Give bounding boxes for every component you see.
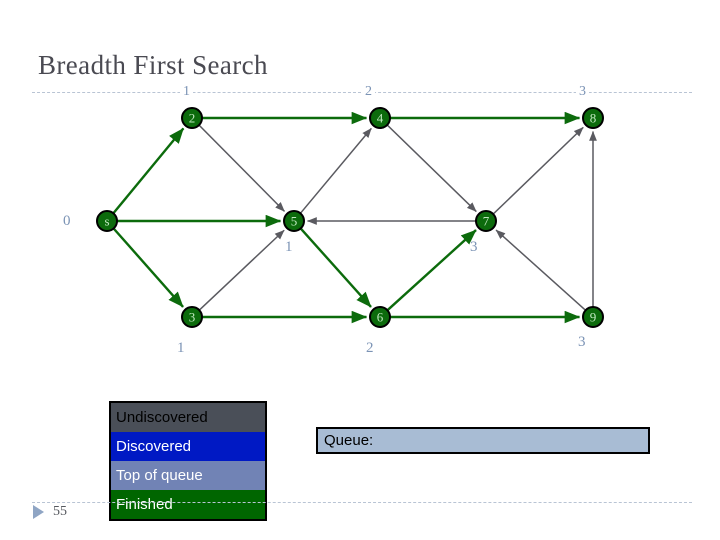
node-distance-label: 2: [366, 340, 374, 356]
graph-edge: [387, 124, 477, 213]
graph-node[interactable]: [181, 306, 203, 328]
graph-edge: [300, 228, 372, 308]
graph-node-label: 7: [483, 214, 490, 229]
legend-row: Top of queue: [111, 461, 265, 490]
node-distance-label: 1: [177, 340, 185, 356]
graph-edge: [300, 127, 372, 214]
node-distance-label: 1: [285, 239, 293, 255]
graph-node-label: 9: [590, 310, 597, 325]
bfs-level-label: 1: [180, 85, 193, 99]
legend-row: Undiscovered: [111, 403, 265, 432]
graph-node-label: 5: [291, 214, 298, 229]
graph-node[interactable]: [369, 306, 391, 328]
graph-edge: [112, 127, 185, 214]
graph-edge: [386, 229, 477, 311]
graph-node-label: s: [104, 214, 109, 229]
graph-node[interactable]: [369, 107, 391, 129]
play-triangle-icon: [33, 505, 44, 519]
node-layer: s 2 3 4 5 6 7 8 9: [96, 107, 604, 328]
graph-node[interactable]: [283, 210, 305, 232]
legend-row: Finished: [111, 490, 265, 519]
graph-node-label: 6: [377, 310, 384, 325]
bfs-level-label: 3: [576, 85, 589, 99]
edge-layer: [112, 111, 597, 324]
graph-node[interactable]: [96, 210, 118, 232]
graph-edge: [198, 124, 286, 212]
graph-edge: [199, 229, 285, 311]
graph-node-label: 8: [590, 111, 597, 126]
node-distance-label: 3: [470, 239, 478, 255]
graph-node[interactable]: [181, 107, 203, 129]
bfs-level-label: 2: [362, 85, 375, 99]
divider-bottom: [32, 502, 692, 503]
node-distance-label: 3: [578, 334, 586, 350]
bfs-graph: s 2 3 4 5 6 7 8 9: [96, 107, 604, 328]
graph-node[interactable]: [582, 306, 604, 328]
graph-node-label: 3: [189, 310, 196, 325]
queue-label: Queue:: [324, 432, 374, 449]
legend-row: Discovered: [111, 432, 265, 461]
queue-display: Queue:: [316, 427, 650, 454]
graph-edge: [495, 229, 586, 311]
graph-edge: [493, 126, 584, 215]
graph-node[interactable]: [582, 107, 604, 129]
graph-node-label: 4: [377, 111, 384, 126]
page-number: 55: [53, 504, 67, 519]
graph-node[interactable]: [475, 210, 497, 232]
graph-edge: [113, 228, 184, 308]
graph-node-label: 2: [189, 111, 196, 126]
node-distance-label: 0: [63, 213, 71, 229]
page-title: Breadth First Search: [38, 50, 268, 80]
